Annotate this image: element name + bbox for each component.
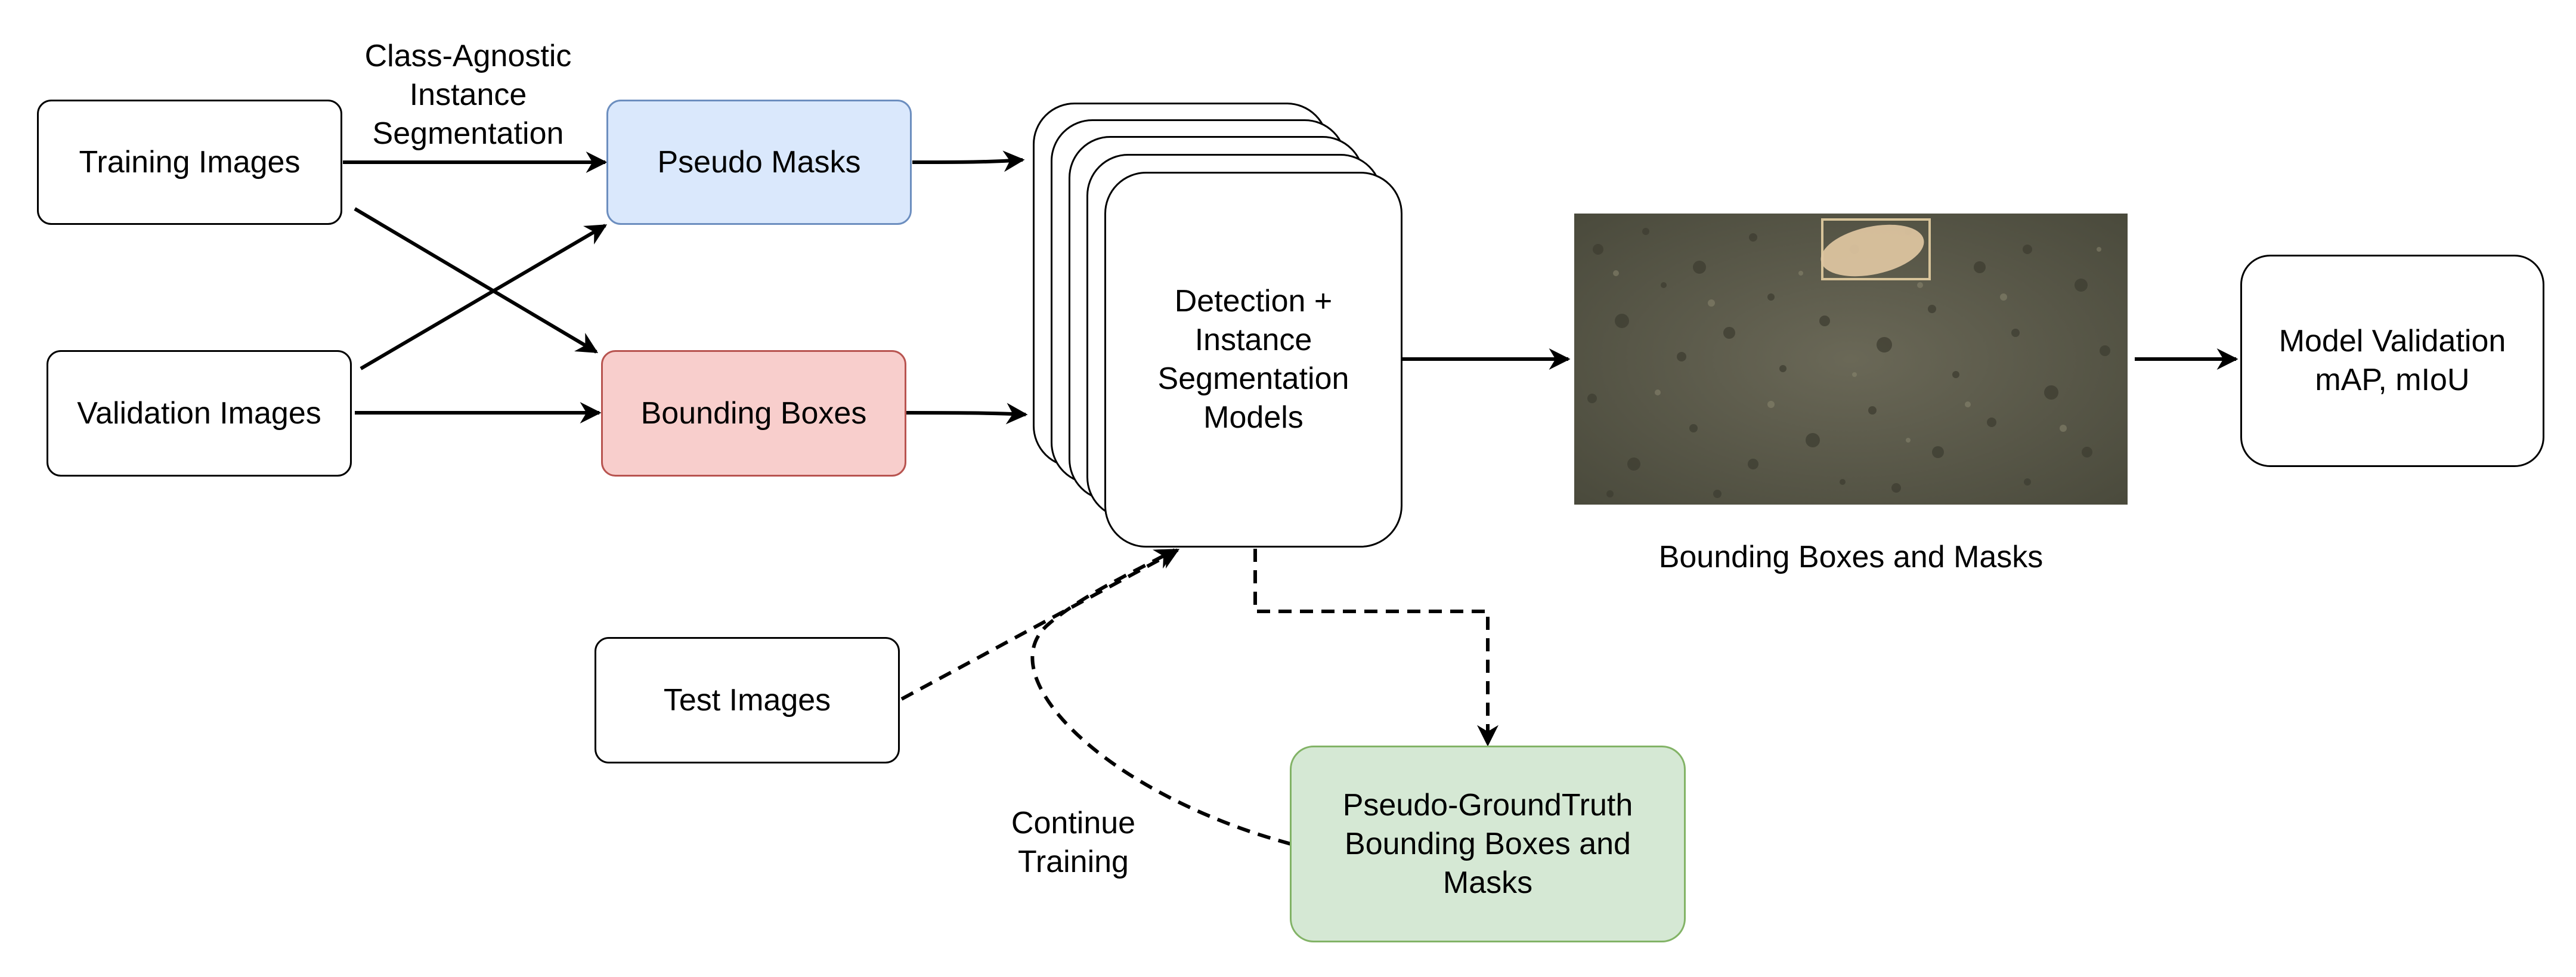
microscopy-texture xyxy=(1574,214,2128,505)
arrow-training-to-bounding-boxes xyxy=(354,207,599,354)
bounding-boxes-label: Bounding Boxes xyxy=(640,395,867,431)
microscopy-output-image xyxy=(1574,214,2128,505)
training-images-box: Training Images xyxy=(37,100,342,225)
arrow-validation-to-pseudo-masks xyxy=(360,224,608,370)
arrow-continue-training xyxy=(1030,548,1292,846)
pseudo-masks-box: Pseudo Masks xyxy=(606,100,912,225)
pseudo-masks-label: Pseudo Masks xyxy=(657,144,861,180)
arrow-pseudo-masks-to-models xyxy=(912,150,1025,172)
pseudo-groundtruth-box: Pseudo-GroundTruth Bounding Boxes and Ma… xyxy=(1290,746,1686,942)
class-agnostic-label: Class-Agnostic Instance Segmentation xyxy=(364,39,572,151)
model-validation-box: Model Validation mAP, mIoU xyxy=(2240,255,2544,467)
output-caption: Bounding Boxes and Masks xyxy=(1658,540,2044,574)
continue-training-label: Continue Training xyxy=(1011,806,1136,879)
detection-bounding-box xyxy=(1821,218,1931,280)
arrow-bounding-boxes-to-models xyxy=(906,403,1028,425)
test-images-box: Test Images xyxy=(595,637,900,763)
training-images-label: Training Images xyxy=(79,144,301,180)
validation-images-label: Validation Images xyxy=(77,395,321,431)
test-images-label: Test Images xyxy=(663,682,831,718)
model-validation-label: Model Validation mAP, mIoU xyxy=(2278,324,2506,397)
detection-models-label: Detection + Instance Segmentation Models xyxy=(1157,284,1349,435)
arrow-test-to-models xyxy=(900,548,1180,701)
bounding-boxes-box: Bounding Boxes xyxy=(601,350,906,477)
detected-egg-mask xyxy=(1820,224,1924,277)
pseudo-groundtruth-label: Pseudo-GroundTruth Bounding Boxes and Ma… xyxy=(1342,787,1633,900)
arrow-models-to-groundtruth xyxy=(1253,549,1498,747)
validation-images-box: Validation Images xyxy=(47,350,352,477)
detection-models-box: Detection + Instance Segmentation Models xyxy=(1104,172,1402,548)
